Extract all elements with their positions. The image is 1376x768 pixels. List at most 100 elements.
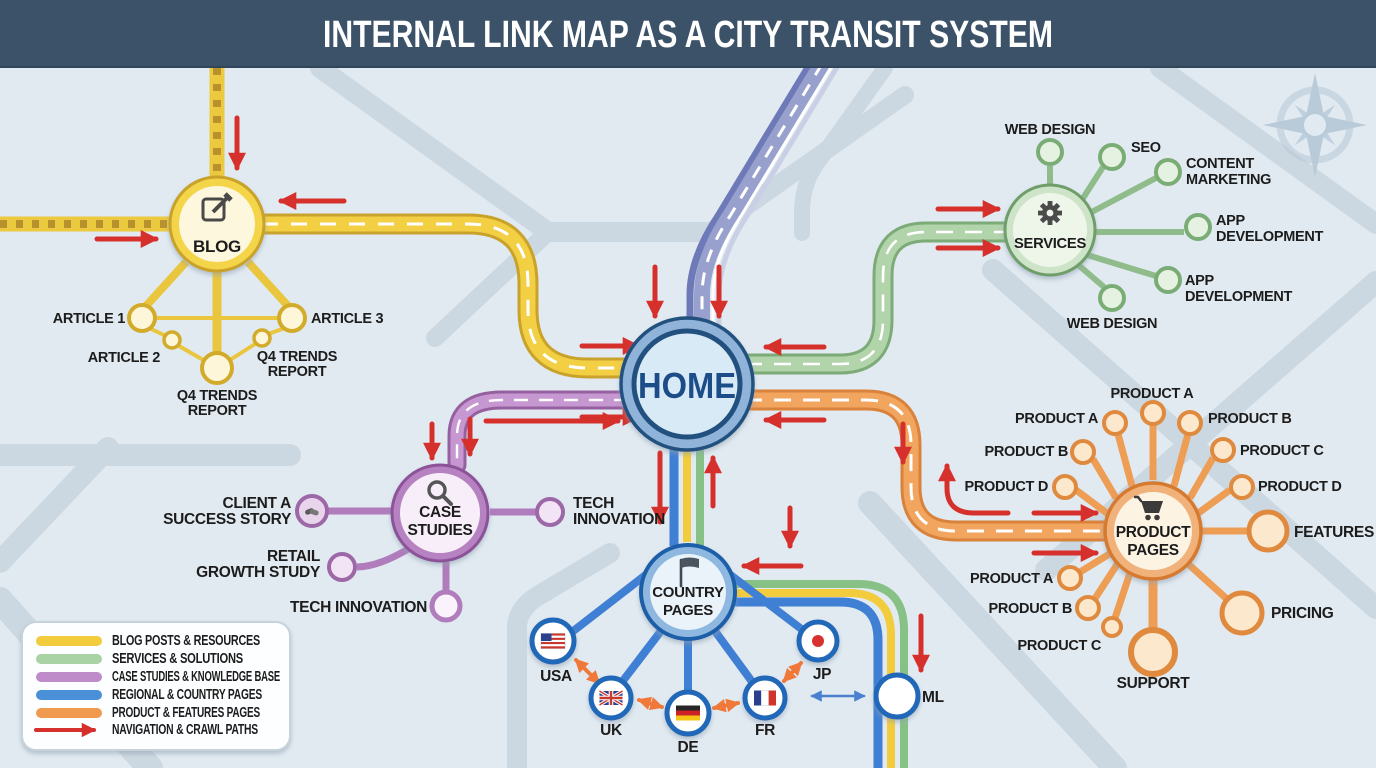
product-d-right-node[interactable] bbox=[1229, 474, 1255, 500]
product-d-right-label: PRODUCT D bbox=[1258, 479, 1342, 495]
q4-center-node[interactable] bbox=[200, 351, 234, 385]
case-road-line bbox=[447, 390, 638, 475]
edit-icon bbox=[201, 192, 233, 222]
services-station-label: SERVICES bbox=[1014, 235, 1086, 252]
magnifier-icon bbox=[427, 480, 453, 506]
legend-label-services: SERVICES & SOLUTIONS bbox=[112, 651, 243, 667]
article1-label: ARTICLE 1 bbox=[53, 311, 125, 327]
tech-bottom-label: TECH INNOVATION bbox=[290, 599, 427, 616]
content-marketing-node[interactable] bbox=[1154, 158, 1182, 186]
jp-label: JP bbox=[813, 666, 831, 683]
home-station[interactable]: HOME bbox=[619, 316, 755, 452]
compass-rose-icon bbox=[1263, 73, 1367, 177]
uk-flag-icon bbox=[598, 689, 624, 707]
web-design-top-node[interactable] bbox=[1036, 138, 1064, 166]
web-design-bottom-label: WEB DESIGN bbox=[1067, 316, 1157, 332]
legend-label-product: PRODUCT & FEATURES PAGES bbox=[112, 705, 260, 721]
uk-node[interactable] bbox=[588, 675, 634, 721]
retail-node[interactable] bbox=[327, 552, 357, 582]
pricing-node[interactable] bbox=[1219, 590, 1265, 636]
product-a-lower-node[interactable] bbox=[1057, 565, 1083, 591]
features-node[interactable] bbox=[1246, 509, 1290, 553]
pricing-label: PRICING bbox=[1271, 605, 1334, 622]
legend-label-blog: BLOG POSTS & RESOURCES bbox=[112, 633, 260, 649]
app-dev-lower-node[interactable] bbox=[1154, 266, 1182, 294]
article2-node[interactable] bbox=[162, 330, 182, 350]
product-d-left-label: PRODUCT D bbox=[965, 479, 1049, 495]
de-label: DE bbox=[678, 739, 699, 756]
web-design-bottom-node[interactable] bbox=[1098, 284, 1126, 312]
services-sub-nodes bbox=[1036, 138, 1212, 312]
article2-label: ARTICLE 2 bbox=[88, 350, 160, 366]
country-cross-arrows bbox=[574, 658, 866, 713]
legend: BLOG POSTS & RESOURCES SERVICES & SOLUTI… bbox=[21, 621, 291, 751]
article3-node[interactable] bbox=[277, 303, 307, 333]
regional-bundle-country-south bbox=[735, 580, 908, 768]
blog-article-nodes bbox=[127, 303, 307, 385]
tech-right-node[interactable] bbox=[535, 497, 565, 527]
case-sub-nodes bbox=[295, 494, 565, 623]
country-branch-connectors bbox=[569, 566, 807, 694]
article3-label: ARTICLE 3 bbox=[311, 311, 383, 327]
de-node[interactable] bbox=[664, 689, 712, 737]
blog-station-label: BLOG bbox=[193, 237, 241, 256]
regional-bundle-home-country bbox=[669, 448, 704, 546]
product-branch-connectors bbox=[1073, 424, 1247, 628]
services-road-line bbox=[734, 221, 1019, 375]
article1-node[interactable] bbox=[127, 303, 157, 333]
legend-swatch-services bbox=[36, 654, 102, 664]
support-node[interactable] bbox=[1128, 627, 1178, 677]
q4-right-node[interactable] bbox=[252, 328, 272, 348]
fr-node[interactable] bbox=[742, 675, 788, 721]
product-sub-nodes bbox=[1052, 400, 1290, 677]
product-a-left-node[interactable] bbox=[1102, 410, 1128, 436]
product-c-right-node[interactable] bbox=[1210, 437, 1236, 463]
product-a-lower-label: PRODUCT A bbox=[970, 571, 1054, 587]
flag-icon bbox=[679, 557, 699, 588]
product-c-right-label: PRODUCT C bbox=[1240, 443, 1324, 459]
app-dev-right-node[interactable] bbox=[1184, 213, 1212, 241]
crawl-arrows bbox=[94, 115, 1099, 673]
blog-branch-connectors bbox=[143, 259, 291, 363]
country-flag-nodes bbox=[529, 617, 921, 737]
ml-node[interactable] bbox=[873, 672, 921, 720]
product-c-lower-node[interactable] bbox=[1101, 616, 1123, 638]
product-b-lower-node[interactable] bbox=[1075, 595, 1101, 621]
product-d-left-node[interactable] bbox=[1052, 474, 1078, 500]
product-a-top-node[interactable] bbox=[1140, 400, 1166, 426]
header-bar bbox=[0, 0, 1376, 68]
home-station-label: HOME bbox=[638, 365, 736, 406]
case-branch-connectors bbox=[328, 507, 537, 592]
services-station[interactable]: SERVICES bbox=[1003, 183, 1097, 277]
jp-node[interactable] bbox=[796, 619, 840, 663]
client-a-node[interactable] bbox=[295, 494, 329, 528]
seo-node[interactable] bbox=[1098, 143, 1126, 171]
support-label: SUPPORT bbox=[1117, 675, 1191, 692]
product-b-left-node[interactable] bbox=[1070, 439, 1096, 465]
usa-label: USA bbox=[540, 668, 572, 685]
blog-station[interactable]: BLOG bbox=[168, 175, 266, 273]
product-b-right-node[interactable] bbox=[1177, 410, 1203, 436]
legend-label-crawl: NAVIGATION & CRAWL PATHS bbox=[112, 722, 258, 738]
legend-label-case: CASE STUDIES & KNOWLEDGE BASE bbox=[112, 669, 280, 685]
tech-bottom-node[interactable] bbox=[429, 589, 463, 623]
usa-node[interactable] bbox=[529, 617, 577, 665]
country-branch-labels: USA UK DE FR JP ML bbox=[540, 666, 944, 756]
uk-label: UK bbox=[600, 722, 623, 739]
